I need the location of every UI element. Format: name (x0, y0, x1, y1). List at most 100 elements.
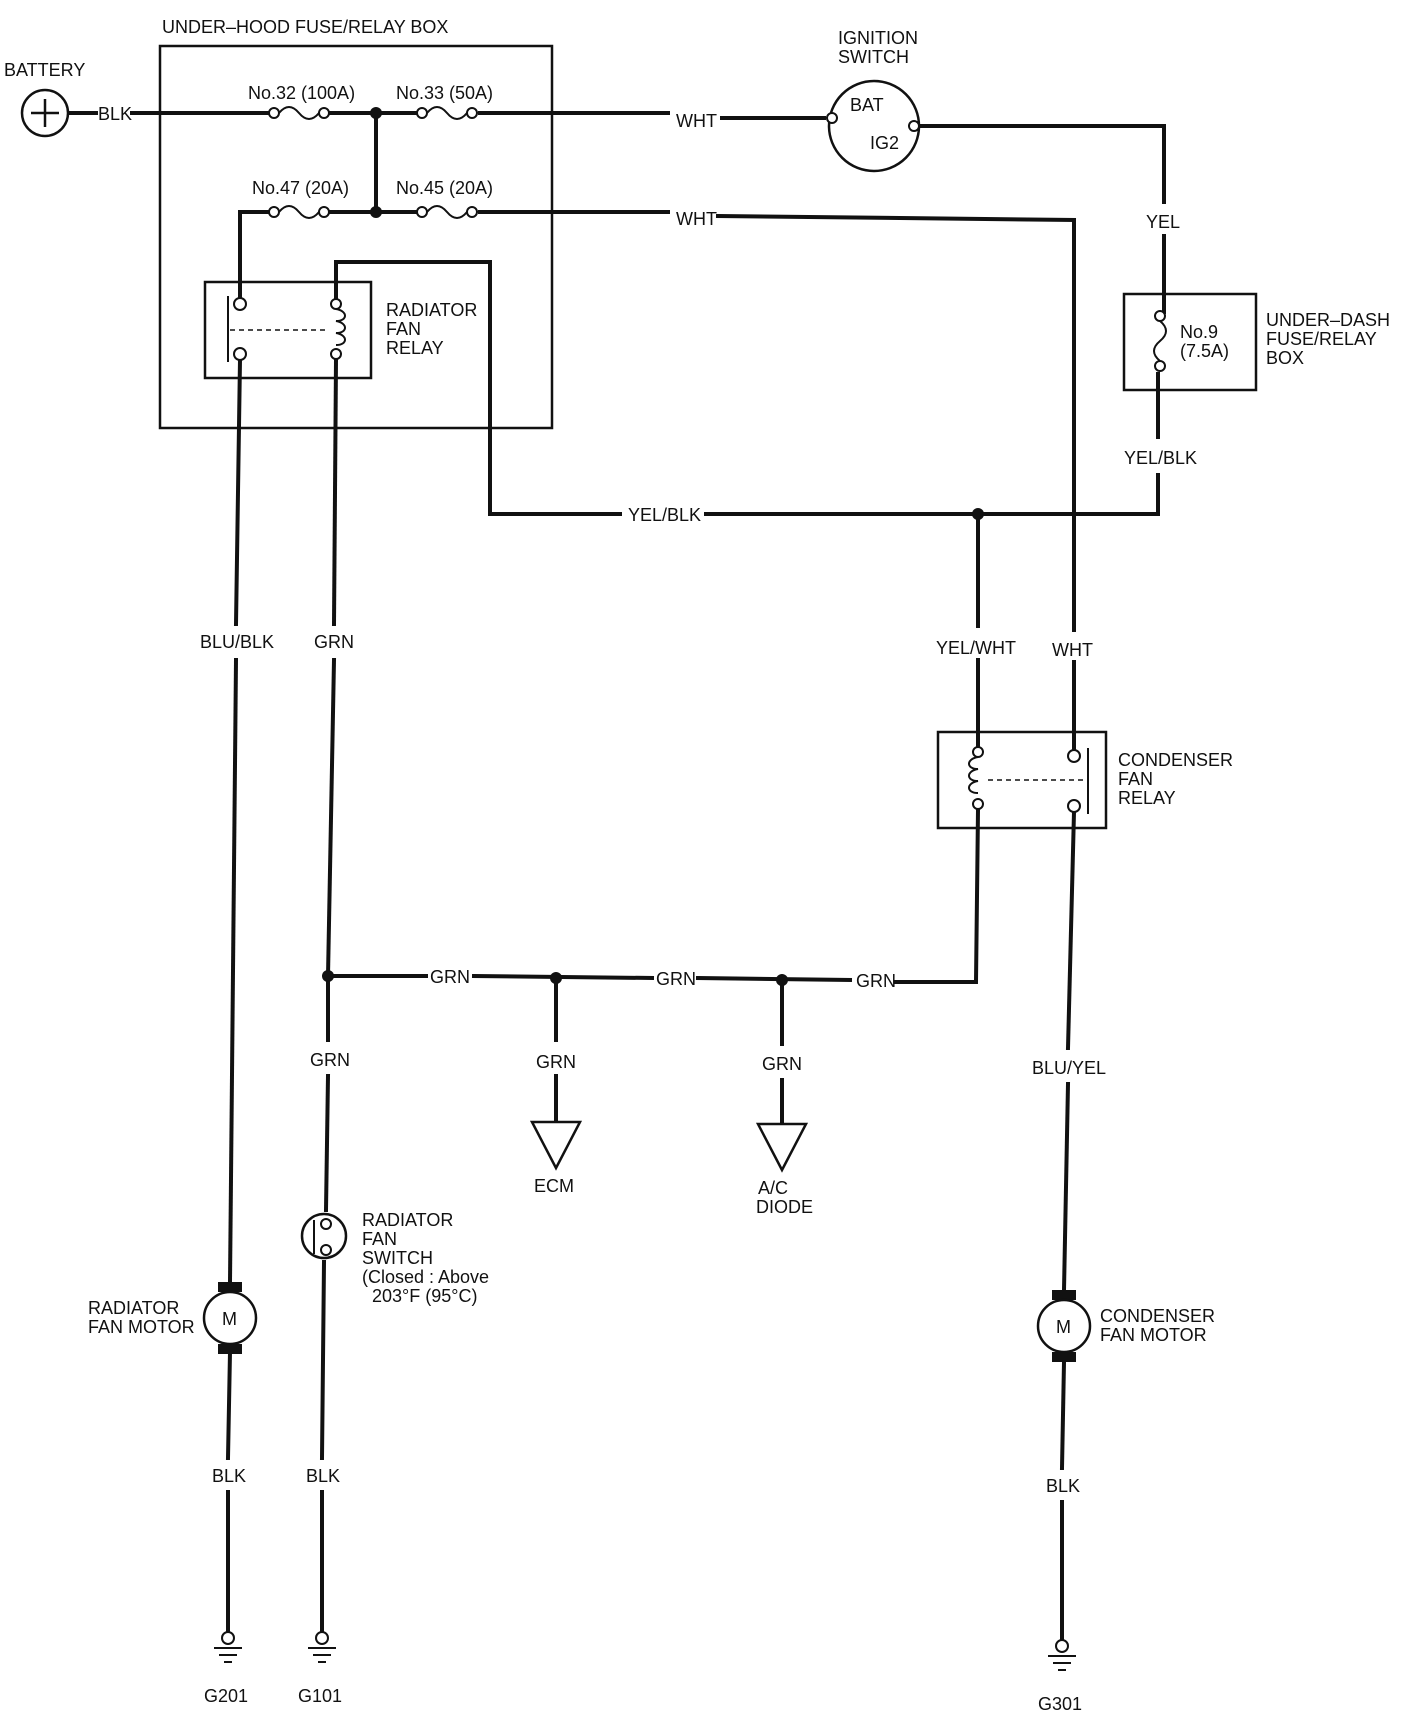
condenser-motor-symbol: M (1056, 1317, 1071, 1337)
radiator-relay-coil-feed (334, 260, 622, 516)
wire-label-grn-switch: GRN (310, 1050, 350, 1070)
grn-bus-c (695, 975, 853, 983)
battery-label: BATTERY (4, 60, 85, 80)
ac-diode-connector-icon (755, 1122, 809, 1173)
wire-label-blk-g301: BLK (1046, 1476, 1080, 1496)
junction-dot-fuse-bus-top (370, 107, 382, 119)
radiator-relay-label-3: RELAY (386, 338, 444, 358)
wire-label-grn-bus-c: GRN (856, 971, 896, 991)
grn-relay-wire-top (331, 357, 339, 627)
wire-label-blu-blk: BLU/BLK (200, 632, 274, 652)
wire-label-grn-bus-a: GRN (430, 967, 470, 987)
ac-diode-label-2: DIODE (756, 1197, 813, 1217)
ecm-connector-icon (529, 1120, 583, 1171)
wire-label-grn-relay: GRN (314, 632, 354, 652)
fuse-45-icon (416, 205, 478, 219)
radiator-relay-label-1: RADIATOR (386, 300, 477, 320)
condenser-relay-switch-icon (988, 748, 1089, 814)
under-dash-box-label-2: FUSE/RELAY (1266, 329, 1377, 349)
radiator-relay-coil-icon (330, 298, 346, 360)
wire-label-yel-blk-right: YEL/BLK (1124, 448, 1197, 468)
ecm-label: ECM (534, 1176, 574, 1196)
fuse-box-title: UNDER–HOOD FUSE/RELAY BOX (162, 17, 448, 37)
grn-relay-wire-mid (325, 657, 337, 979)
radiator-fan-motor-label-1: RADIATOR (88, 1298, 179, 1318)
ground-g201-icon (214, 1631, 242, 1663)
fuse-47-icon (268, 205, 330, 219)
radiator-relay-switch-icon (227, 296, 328, 362)
ignition-switch-label-2: SWITCH (838, 47, 909, 67)
fuse-33-label: No.33 (50A) (396, 83, 493, 103)
wire-label-blk-g101: BLK (306, 1466, 340, 1486)
fuse-33-icon (416, 106, 478, 120)
wire-label-grn-diode: GRN (762, 1054, 802, 1074)
radiator-fan-switch-label-1: RADIATOR (362, 1210, 453, 1230)
fuse-45-label: No.45 (20A) (396, 178, 493, 198)
wire-label-blu-yel: BLU/YEL (1032, 1058, 1106, 1078)
radiator-fan-motor-icon (202, 1282, 258, 1354)
ground-g201-label: G201 (204, 1686, 248, 1706)
ground-g301-icon (1048, 1639, 1076, 1671)
radiator-fan-motor-label-2: FAN MOTOR (88, 1317, 195, 1337)
under-hood-fuse-relay-box (158, 44, 554, 430)
condenser-fan-motor-label-1: CONDENSER (1100, 1306, 1215, 1326)
ignition-switch-icon (826, 79, 921, 173)
blu-blk-wire-top (233, 357, 243, 627)
battery-icon (20, 88, 70, 138)
junction-dot-fuse-bus-bottom (370, 206, 382, 218)
condenser-relay-label-3: RELAY (1118, 788, 1176, 808)
junction-dot-yel-blk (972, 508, 984, 520)
under-dash-fuse-relay-box (1122, 292, 1258, 392)
condenser-relay-coil-icon (968, 746, 984, 810)
ignition-ig2-label: IG2 (870, 133, 899, 153)
radiator-relay-label-2: FAN (386, 319, 421, 339)
blu-blk-wire-bottom (227, 657, 239, 1285)
radiator-fan-relay-box (203, 280, 373, 380)
radiator-fan-switch-icon (300, 1212, 348, 1260)
radiator-fan-switch-label-5: 203°F (95°C) (372, 1286, 477, 1306)
wire-label-grn-ecm: GRN (536, 1052, 576, 1072)
wire-label-grn-bus-b: GRN (656, 969, 696, 989)
condenser-fan-motor-label-2: FAN MOTOR (1100, 1325, 1207, 1345)
ground-g101-label: G101 (298, 1686, 342, 1706)
junction-dot-grn-diode (776, 974, 788, 986)
ground-g101-icon (308, 1631, 336, 1663)
ac-diode-label-1: A/C (758, 1178, 788, 1198)
under-dash-box-label-3: BOX (1266, 348, 1304, 368)
wire-label-yel: YEL (1146, 212, 1180, 232)
blu-yel-wire-bottom (1061, 1081, 1071, 1293)
fuse-9-icon (1153, 310, 1167, 372)
grn-switch-wire-b (323, 1073, 331, 1213)
grn-bus-b (471, 973, 655, 981)
wire-label-yel-wht: YEL/WHT (936, 638, 1016, 658)
wire-label-blk-battery: BLK (98, 104, 132, 124)
ignition-bat-label: BAT (850, 95, 884, 115)
condenser-relay-label-2: FAN (1118, 769, 1153, 789)
wire-label-blk-g201: BLK (212, 1466, 246, 1486)
wire-label-yel-blk-bus: YEL/BLK (628, 505, 701, 525)
blu-yel-wire-top (1065, 809, 1077, 1051)
fuse-9-label-1: No.9 (1180, 322, 1218, 342)
wire-label-wht-relay: WHT (1052, 640, 1093, 660)
radiator-fan-switch-label-3: SWITCH (362, 1248, 433, 1268)
fuse-32-icon (268, 106, 330, 120)
wire-label-wht-ignition: WHT (676, 111, 717, 131)
g301-wire-a (1059, 1359, 1067, 1471)
radiator-motor-symbol: M (222, 1309, 237, 1329)
ig2-yel-wire (918, 124, 1166, 204)
condenser-fan-motor-icon (1036, 1290, 1092, 1362)
g201-wire-a (225, 1349, 233, 1461)
junction-dot-grn-switch (322, 970, 334, 982)
ground-g301-label: G301 (1038, 1694, 1082, 1714)
fuse-47-label: No.47 (20A) (252, 178, 349, 198)
radiator-fan-switch-label-2: FAN (362, 1229, 397, 1249)
junction-dot-grn-ecm (550, 972, 562, 984)
condenser-relay-label-1: CONDENSER (1118, 750, 1233, 770)
radiator-fan-switch-label-4: (Closed : Above (362, 1267, 489, 1287)
ignition-switch-label-1: IGNITION (838, 28, 918, 48)
wire-label-wht-condenser: WHT (676, 209, 717, 229)
wht-condenser-feed-b (715, 213, 1077, 223)
grn-bus-d (894, 807, 981, 984)
fuse-9-label-2: (7.5A) (1180, 341, 1229, 361)
